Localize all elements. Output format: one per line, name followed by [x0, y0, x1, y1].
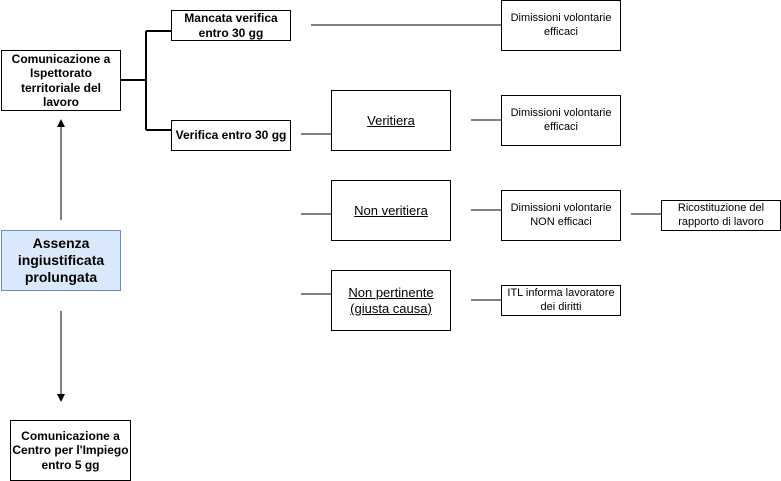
node-comunicazione-cpi: Comunicazione a Centro per l'Impiego ent… [10, 420, 131, 481]
node-dimissioni-efficaci-1: Dimissioni volontarie efficaci [501, 0, 621, 51]
node-ricostituzione: Ricostituzione del rapporto di lavoro [661, 200, 781, 231]
node-dimissioni-efficaci-2: Dimissioni volontarie efficaci [501, 95, 621, 146]
node-itl-informa: ITL informa lavoratore dei diritti [501, 285, 621, 316]
node-assenza: Assenza ingiustificata prolungata [1, 230, 121, 291]
node-non-pertinente: Non pertinente (giusta causa) [331, 270, 451, 331]
node-veritiera: Veritiera [331, 90, 451, 151]
node-non-veritiera: Non veritiera [331, 180, 451, 241]
node-mancata-verifica: Mancata verifica entro 30 gg [171, 10, 291, 41]
node-dimissioni-non-efficaci: Dimissioni volontarie NON efficaci [501, 190, 621, 241]
node-verifica: Verifica entro 30 gg [171, 120, 291, 151]
node-comunicazione-itl: Comunicazione a Ispettorato territoriale… [1, 50, 121, 111]
